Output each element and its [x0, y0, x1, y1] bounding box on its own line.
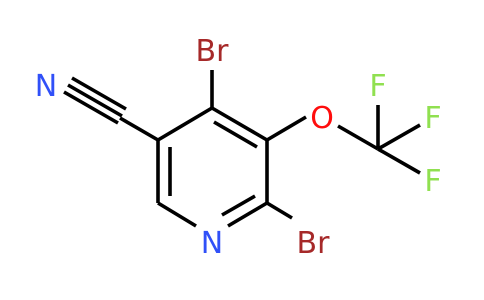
- bond-c2-n-inner: [221, 194, 256, 217]
- bond-c4-c3-inner: [213, 120, 258, 149]
- atom-labels: N Br O F F F N Br: [35, 34, 442, 261]
- bond-cn-ring: [119, 116, 159, 142]
- atom-br-bottom: Br: [297, 226, 331, 261]
- bond-c3-o: [266, 115, 307, 142]
- bond-c4-c3: [211, 106, 268, 142]
- atom-f-upper: F: [369, 69, 386, 104]
- bond-cf3-f-lower: [377, 147, 421, 175]
- bond-o-cf3: [337, 124, 379, 151]
- bond-cf3-f-right: [377, 123, 421, 151]
- atom-f-right: F: [424, 101, 441, 136]
- atom-f-lower: F: [424, 164, 441, 199]
- bond-nitrile-triple-3: [71, 76, 127, 111]
- atom-n-nitrile: N: [35, 69, 57, 104]
- bond-c5-c4: [157, 106, 213, 142]
- bond-c2-n: [227, 201, 268, 228]
- bond-c2-br: [266, 201, 293, 220]
- bond-nitrile-triple-1: [63, 90, 119, 125]
- atom-o-ether: O: [310, 101, 334, 136]
- bond-nitrile-triple-2: [67, 83, 123, 118]
- atom-br-top: Br: [196, 34, 230, 69]
- bond-n-c6: [157, 201, 197, 228]
- atom-n-ring: N: [201, 226, 223, 261]
- bonds: [63, 70, 421, 228]
